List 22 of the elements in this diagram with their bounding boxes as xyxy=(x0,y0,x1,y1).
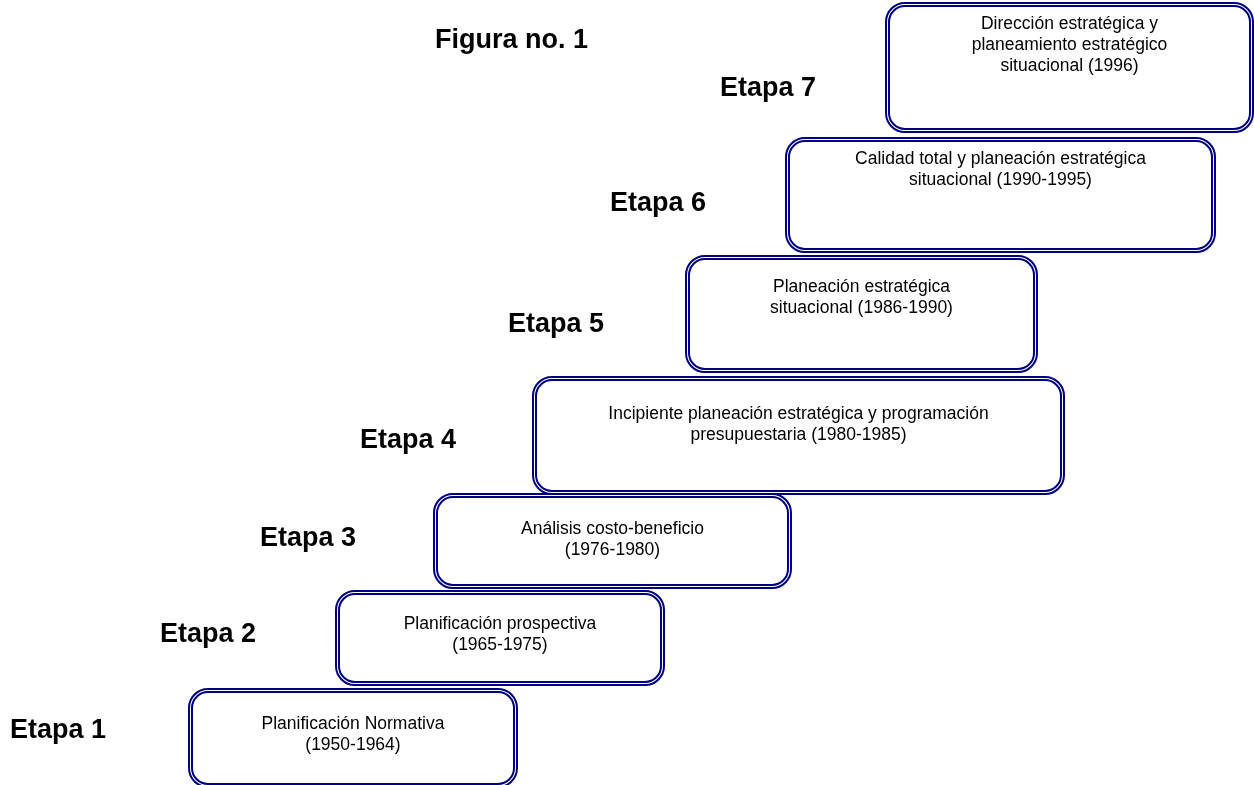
stage-box xyxy=(433,493,792,589)
stage-box xyxy=(335,590,665,686)
stage-box xyxy=(188,688,518,785)
stage-box xyxy=(685,255,1038,373)
stage-label: Etapa 1 xyxy=(10,714,107,745)
stage-description: Incipiente planeación estratégica y programación presupuestaria (1980-1985) xyxy=(607,403,990,445)
stage-description: Planeación estratégica situacional (1986-1990) xyxy=(769,276,954,318)
stage-description: Calidad total y planeación estratégica situacional (1990-1995) xyxy=(854,148,1147,190)
stage-box xyxy=(785,137,1216,253)
stage-description: Planificación prospectiva (1965-1975) xyxy=(402,613,598,655)
stage-description: Dirección estratégica y planeamiento estratégico situacional (1996) xyxy=(970,13,1169,76)
stage-label: Etapa 6 xyxy=(610,187,707,218)
stage-box xyxy=(885,2,1254,133)
stage-label: Etapa 7 xyxy=(720,72,817,103)
stage-description: Análisis costo-beneficio (1976-1980) xyxy=(520,518,705,560)
stage-description: Planificación Normativa (1950-1964) xyxy=(260,713,446,755)
figure-title: Figura no. 1 xyxy=(435,24,588,55)
stage-label: Etapa 5 xyxy=(508,308,605,339)
stage-label: Etapa 3 xyxy=(260,522,357,553)
stage-label: Etapa 4 xyxy=(360,424,457,455)
stage-label: Etapa 2 xyxy=(160,618,257,649)
stage-box xyxy=(532,376,1065,495)
